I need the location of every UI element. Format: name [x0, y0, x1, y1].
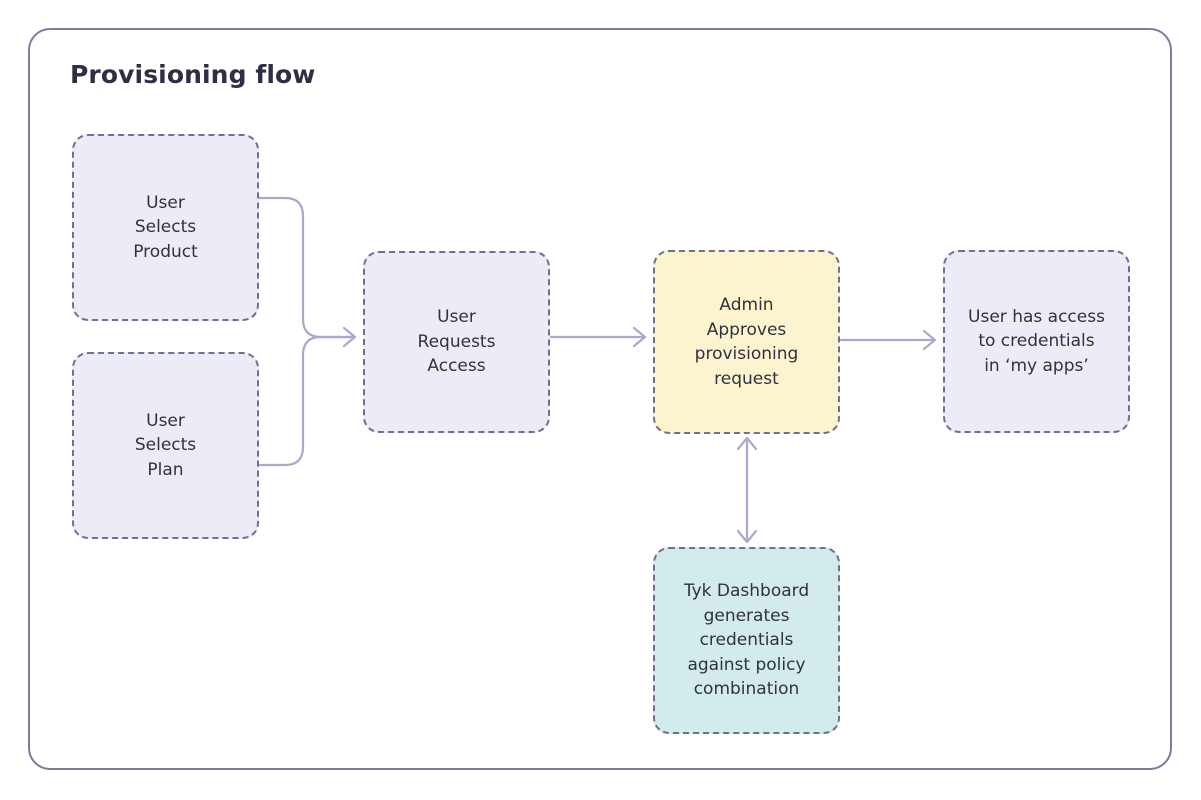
diagram-frame	[28, 28, 1172, 770]
node-admin-approves-provisioning-request[interactable]: Admin Approves provisioning request	[653, 250, 840, 434]
node-label: User Selects Product	[133, 192, 198, 262]
node-tyk-dashboard-generates-credentials[interactable]: Tyk Dashboard generates credentials agai…	[653, 547, 840, 734]
node-label: Tyk Dashboard generates credentials agai…	[683, 581, 810, 700]
page-title: Provisioning flow	[70, 60, 316, 89]
node-user-selects-plan[interactable]: User Selects Plan	[72, 352, 259, 539]
node-user-selects-product[interactable]: User Selects Product	[72, 134, 259, 321]
node-label: User Requests Access	[417, 307, 496, 377]
node-label: User Selects Plan	[134, 410, 197, 480]
node-user-requests-access[interactable]: User Requests Access	[363, 251, 550, 433]
node-user-has-access-to-credentials[interactable]: User has access to credentials in ‘my ap…	[943, 250, 1130, 433]
node-label: User has access to credentials in ‘my ap…	[968, 306, 1105, 376]
node-label: Admin Approves provisioning request	[694, 295, 799, 389]
